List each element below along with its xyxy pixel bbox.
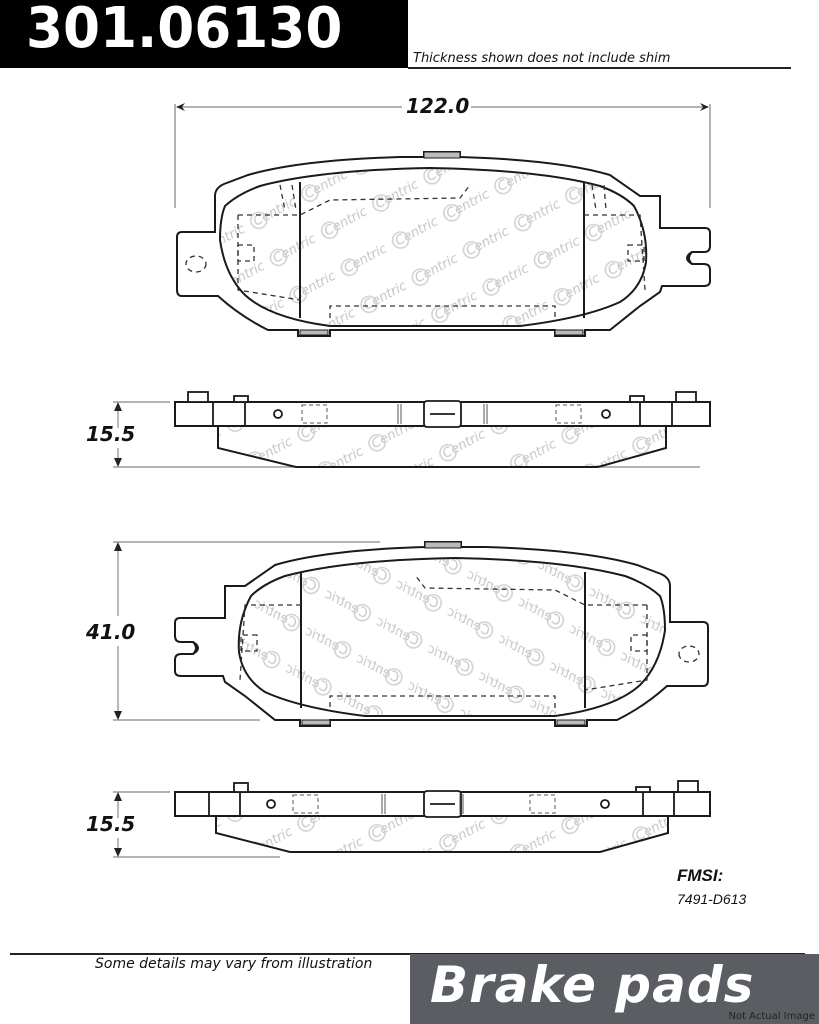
bottom-pad-edge-view: [113, 780, 711, 858]
header-divider: [408, 67, 791, 69]
fmsi-label: FMSI:: [677, 866, 724, 885]
thickness-bottom-label: 15.5: [86, 812, 136, 836]
product-type-banner: Brake pads Not Actual Image: [410, 954, 819, 1024]
height-dimension: [113, 541, 380, 721]
disclaimer-note: Some details may vary from illustration: [95, 956, 373, 972]
bottom-pad-face-view: [174, 541, 709, 727]
width-dimension-label: 122.0: [404, 94, 472, 118]
shim-note: Thickness shown does not include shim: [413, 51, 671, 66]
part-number-box: 301.06130: [0, 0, 408, 68]
fmsi-value: 7491-D613: [677, 891, 747, 907]
height-dimension-label: 41.0: [86, 620, 136, 644]
thickness-top-label: 15.5: [86, 422, 136, 446]
top-pad-edge-view: [113, 391, 711, 468]
not-actual-image-note: Not Actual Image: [728, 1011, 815, 1022]
product-type-label: Brake pads: [430, 956, 755, 1014]
footer-divider: [10, 953, 805, 955]
top-pad-face-view: [176, 151, 711, 337]
width-dimension: [174, 103, 711, 208]
part-number: 301.06130: [26, 0, 343, 61]
